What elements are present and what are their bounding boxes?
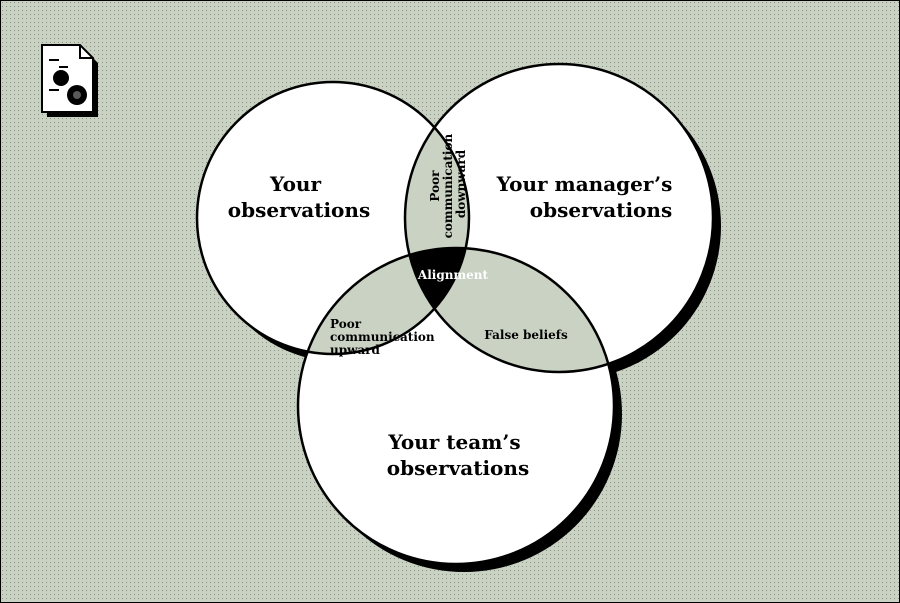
label-false-beliefs: False beliefs xyxy=(484,328,568,342)
label-team-observations: Your team’s observations xyxy=(387,430,529,480)
overlap-left-bottom xyxy=(298,248,469,354)
label-manager-observations: Your manager’s observations xyxy=(496,172,680,222)
label-poor-communication-downward: Poor communication downward xyxy=(428,130,468,239)
overlap-right-bottom xyxy=(405,248,614,372)
label-alignment: Alignment xyxy=(417,268,489,282)
label-your-observations: Your observations xyxy=(228,172,370,222)
svg-text:Poor communication: Poor communication downward xyxy=(428,130,468,239)
label-poor-communication-upward: Poor communication upward xyxy=(330,317,439,357)
circle-outlines xyxy=(195,62,715,566)
document-icon xyxy=(41,44,98,117)
